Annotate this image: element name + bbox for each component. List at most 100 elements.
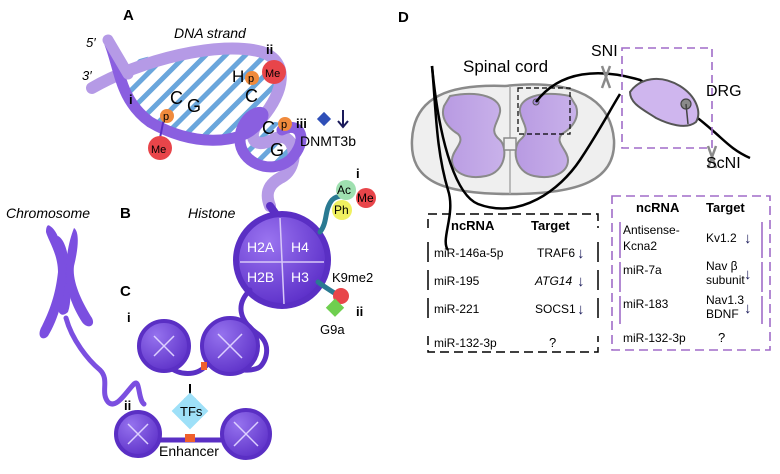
panel-b: B Chromosome Histone H2A H4 H2B H3 Ac Me… [6, 166, 376, 407]
table-row: Antisense- Kcna2 Kv1.2 ↓ [619, 222, 763, 258]
histone-label: Histone [188, 205, 236, 221]
table-row: miR-195 ATG14 ↓ [427, 270, 599, 290]
panel-c: C i ii [114, 283, 272, 460]
table-row: miR-7a Nav β subunit ↓ [619, 259, 763, 292]
r-row4-target: ? [718, 330, 725, 345]
r-row3-ncrna: miR-183 [623, 297, 669, 311]
enhancer-mark-condensed [201, 362, 207, 370]
table-row: miR-146a-5p TRAF6 ↓ [427, 242, 599, 262]
table-row: miR-132-3p ? [623, 330, 725, 345]
ph-marker [332, 200, 352, 220]
tfs-label: TFs [180, 404, 203, 419]
drg-zoom-box [621, 47, 713, 149]
me-label-histone: Me [357, 191, 374, 205]
r-row2-target-b: subunit [706, 273, 745, 287]
three-prime-label: 3′ [82, 68, 92, 83]
chromosome-label: Chromosome [6, 205, 90, 221]
nucleosome-2 [200, 316, 260, 376]
ncrna-table-drg: ncRNA Target Antisense- Kcna2 Kv1.2 ↓ mi… [611, 195, 771, 351]
dnmt3b-diamond-icon [316, 111, 332, 127]
scni-label: ScNI [706, 155, 741, 172]
dnmt3b-label: DNMT3b [300, 133, 356, 149]
dorsal-horn-zoom-box [517, 87, 571, 135]
table-left-border [427, 213, 599, 353]
panel-label-b: B [120, 205, 131, 222]
tfs-diamond [171, 392, 209, 430]
panel-d: D Spinal cord SNI DRG ScNI [398, 9, 771, 353]
r-row1-arrow: ↓ [744, 230, 752, 247]
p-marker-iii [278, 117, 292, 131]
sni-label: SNI [591, 43, 618, 60]
row3-target: SOCS1 [535, 302, 576, 316]
row2-ncrna: miR-195 [434, 274, 480, 288]
nucleosome-1 [137, 319, 191, 373]
row1-target: TRAF6 [537, 246, 575, 260]
row3-ncrna: miR-221 [434, 302, 480, 316]
ac-marker [336, 180, 356, 200]
ncrna-table-spinal: ncRNA Target miR-146a-5p TRAF6 ↓ miR-195… [427, 213, 599, 353]
histone-roman-i: i [356, 166, 360, 181]
p-label-iii: p [281, 119, 287, 131]
g9a-diamond-icon [325, 298, 345, 317]
r-row4-ncrna: miR-132-3p [623, 331, 686, 345]
row3-arrow: ↓ [577, 301, 585, 318]
table-row: miR-183 Nav1.3 BDNF ↓ [619, 293, 763, 324]
histone-h2a: H2A [247, 239, 275, 255]
enhancer-label: Enhancer [159, 443, 219, 459]
histone-divider-v [279, 217, 285, 305]
row1-arrow: ↓ [577, 245, 585, 262]
nuc-roman-ii: ii [124, 398, 131, 413]
row4-ncrna: miR-132-3p [434, 336, 497, 350]
dna-base-c3: C [262, 118, 275, 138]
r-row2-ncrna: miR-7a [623, 263, 662, 277]
nucleosome-4 [220, 408, 272, 460]
dna-base-c1: C [170, 88, 183, 108]
drg-axon [685, 103, 689, 125]
r-row1-ncrna-b: Kcna2 [623, 239, 657, 253]
table-right-border [611, 195, 771, 351]
drg-label: DRG [706, 83, 742, 100]
me-marker-ii [262, 60, 286, 84]
me-label-ii: Me [265, 68, 280, 80]
p-label-ii: p [248, 73, 254, 85]
r-row1-target: Kv1.2 [706, 231, 737, 245]
dna-base-h: H [232, 67, 244, 86]
table-row: miR-221 SOCS1 ↓ [427, 298, 599, 318]
nuc-roman-i: i [127, 310, 131, 325]
panel-a: A DNA strand 5′ 3′ i ii iii C G H C C G … [82, 7, 356, 232]
dna-roman-iii: iii [296, 116, 307, 131]
table-left-header-ncrna: ncRNA [451, 218, 495, 233]
central-canal [503, 137, 517, 151]
dna-base-c2: C [245, 86, 258, 106]
me-marker-i [148, 136, 172, 160]
chromatin-fiber [63, 315, 147, 407]
five-prime-label: 5′ [86, 35, 96, 50]
histone-roman-ii: ii [356, 304, 363, 319]
r-row2-arrow: ↓ [744, 266, 752, 283]
dna-strand-cross [102, 34, 134, 80]
down-arrow-icon [337, 110, 349, 129]
p-marker-i [160, 109, 174, 123]
dna-strand-title: DNA strand [174, 25, 247, 41]
row1-ncrna: miR-146a-5p [434, 246, 504, 260]
p-label-i: p [163, 111, 169, 123]
dna-base-g1: G [187, 96, 201, 116]
row4-target: ? [549, 335, 556, 350]
histone-h2b: H2B [247, 269, 274, 285]
chromosome-shape [39, 225, 94, 339]
nerve-loop [430, 65, 622, 210]
ph-label: Ph [334, 203, 349, 217]
nucleosome-3 [114, 410, 162, 458]
table-left-header-target: Target [531, 218, 570, 233]
scni-cut-icon [706, 145, 718, 169]
g9a-label: G9a [320, 322, 345, 337]
dna-roman-ii: ii [266, 42, 273, 57]
histone-h4: H4 [291, 239, 309, 255]
drg-ganglion [628, 77, 700, 127]
k9me2-label: K9me2 [332, 270, 373, 285]
r-row3-target-b: BDNF [706, 307, 739, 321]
k9me2-marker [333, 288, 349, 304]
table-row: miR-132-3p ? [434, 335, 556, 350]
histone-linker-lower [238, 287, 270, 371]
